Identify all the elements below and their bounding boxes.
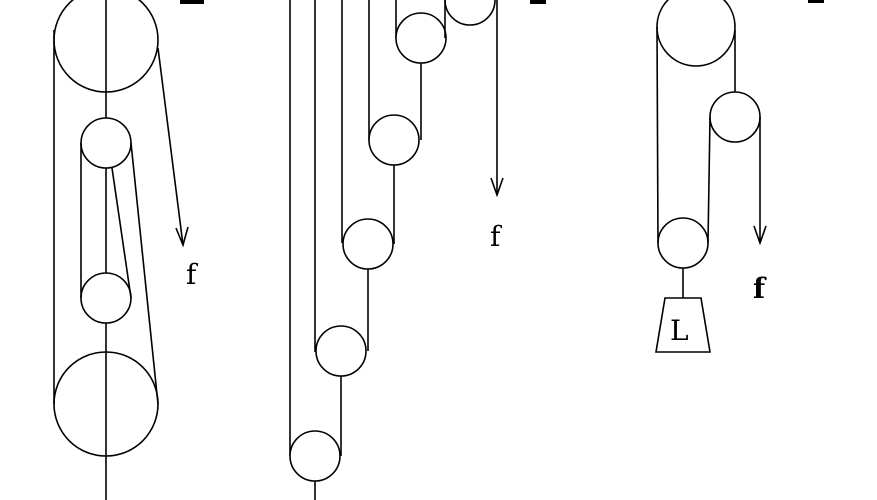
pulley-system-b: f <box>289 0 546 500</box>
system-a-lower-small-pulley <box>80 272 132 324</box>
system-b-pulley-3 <box>368 114 420 166</box>
system-a-rope <box>130 142 159 405</box>
system-b-pulley-4 <box>342 218 394 270</box>
system-a-rope <box>111 167 132 299</box>
system-c-cropped-label <box>808 0 824 3</box>
system-c-rope <box>656 26 659 244</box>
system-a-force-arrow <box>175 226 189 248</box>
system-a-cropped-label <box>180 0 204 4</box>
pulley-system-a: f <box>53 0 204 500</box>
system-c-rope <box>707 116 711 244</box>
system-c-force-label: f <box>753 272 767 305</box>
system-c-movable-pulley <box>657 217 709 269</box>
system-b-pulley-6 <box>289 430 341 482</box>
system-b-force-label: f <box>490 220 503 253</box>
system-a-upper-small-pulley <box>80 117 132 169</box>
system-c-side-pulley <box>709 91 761 143</box>
system-b-pulley-2 <box>395 12 447 64</box>
system-c-force-arrow <box>753 225 767 246</box>
system-a-force-label: f <box>186 258 199 291</box>
pulley-system-c: L f <box>655 0 824 353</box>
system-a-pull-rope <box>157 47 184 246</box>
system-c-load-label: L <box>670 314 689 347</box>
system-b-pulley-5 <box>315 325 367 377</box>
system-c-load-weight <box>655 297 711 353</box>
system-b-cropped-label <box>530 0 546 4</box>
system-b-force-arrow <box>490 177 504 198</box>
system-c-top-pulley <box>656 0 736 67</box>
system-b-pulley-1 <box>444 0 496 26</box>
